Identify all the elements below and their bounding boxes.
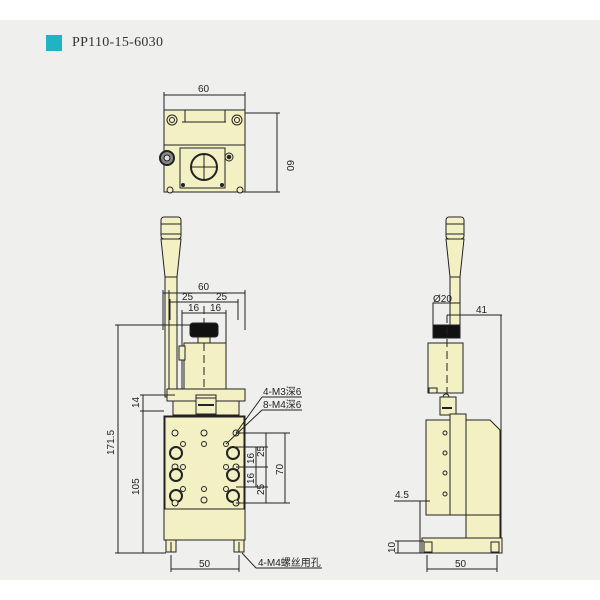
callout-m3: 4-M3深6 <box>263 386 302 398</box>
side-view <box>394 216 503 572</box>
model-title: PP110-15-6030 <box>72 35 164 50</box>
front-hole-25-lower: 25 <box>256 483 267 495</box>
front-step-height: 14 <box>131 396 142 408</box>
front-hole-25-upper: 25 <box>256 445 267 457</box>
side-edge-offset: 4.5 <box>395 490 409 501</box>
title-row: PP110-15-6030 <box>46 35 163 51</box>
front-hole-16-lower: 16 <box>246 472 257 484</box>
front-base-height: 105 <box>131 478 142 495</box>
side-offset-41: 41 <box>476 305 488 316</box>
front-bottom-50: 50 <box>199 559 211 570</box>
top-width-label: 60 <box>198 84 210 95</box>
side-knob-diameter: Ø20 <box>433 294 452 305</box>
front-inner-left-16: 16 <box>188 303 200 314</box>
model-swatch <box>46 35 62 51</box>
front-width-60: 60 <box>198 282 210 293</box>
front-hole-16-upper: 16 <box>246 452 257 464</box>
callout-mount: 4-M4螺丝用孔 <box>258 557 321 569</box>
callout-m4: 8-M4深6 <box>263 399 302 411</box>
front-total-height: 171.5 <box>106 430 117 455</box>
side-bottom-50: 50 <box>455 559 467 570</box>
side-base-thickness: 10 <box>387 541 398 553</box>
front-half-left-25: 25 <box>182 292 194 303</box>
front-half-right-25: 25 <box>216 292 228 303</box>
front-hole-span-70: 70 <box>275 463 286 475</box>
front-inner-right-16: 16 <box>210 303 222 314</box>
top-height-label: 60 <box>284 160 295 172</box>
top-view <box>159 92 280 194</box>
front-view <box>115 216 322 572</box>
